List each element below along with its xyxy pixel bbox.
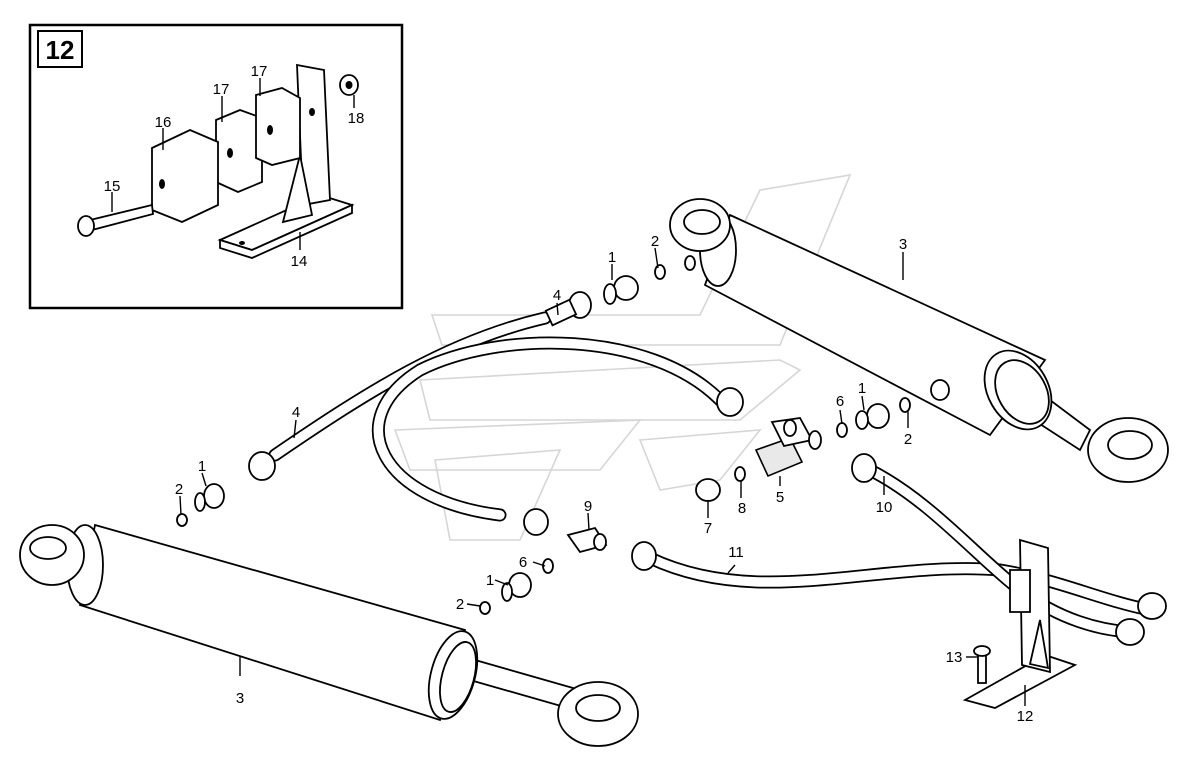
hydraulic-cylinder-top xyxy=(669,198,1169,483)
part-labels: 1 2 3 4 4 1 2 3 9 6 1 2 11 7 8 5 6 1 2 1… xyxy=(175,233,1034,725)
hose-10 xyxy=(863,463,1137,639)
label-1-mid: 1 xyxy=(486,572,494,589)
label-16: 16 xyxy=(155,114,172,131)
label-5: 5 xyxy=(776,489,784,506)
leader-lines xyxy=(179,247,1026,706)
label-9: 9 xyxy=(584,498,592,515)
label-11: 11 xyxy=(728,544,744,561)
label-3-bottom: 3 xyxy=(236,690,244,707)
fittings xyxy=(176,255,1078,709)
label-2-right: 2 xyxy=(904,431,912,448)
label-2-mid: 2 xyxy=(456,596,464,613)
label-7: 7 xyxy=(704,520,712,537)
clamp-half-part-17 xyxy=(215,87,301,193)
inset-panel: 12 xyxy=(28,23,404,310)
label-15: 15 xyxy=(104,178,121,195)
bracket-part-14 xyxy=(217,63,355,259)
label-13: 13 xyxy=(946,649,963,666)
label-18: 18 xyxy=(348,110,365,127)
label-2-left: 2 xyxy=(175,481,183,498)
label-1-top: 1 xyxy=(608,249,616,266)
clamp-cap-part-16 xyxy=(151,129,219,223)
label-10: 10 xyxy=(876,499,893,516)
label-3-top: 3 xyxy=(899,236,907,253)
hose-end-fittings xyxy=(248,291,1167,646)
hose-11 xyxy=(643,551,1157,617)
label-17-b: 17 xyxy=(251,63,268,80)
watermark-logo xyxy=(393,173,852,541)
label-1-right: 1 xyxy=(858,380,866,397)
label-2-top: 2 xyxy=(651,233,659,250)
label-4-top: 4 xyxy=(553,287,561,304)
label-14: 14 xyxy=(291,253,308,270)
label-12: 12 xyxy=(1017,708,1034,725)
label-6-right: 6 xyxy=(836,393,844,410)
hose-top-4 xyxy=(268,311,552,462)
bolt-part-15 xyxy=(77,203,154,237)
label-8: 8 xyxy=(738,500,746,517)
inset-number: 12 xyxy=(46,35,75,65)
hose-left-loop xyxy=(372,336,727,522)
hydraulic-cylinder-bottom xyxy=(19,523,639,747)
nut-part-18 xyxy=(339,74,359,96)
label-1-left: 1 xyxy=(198,458,206,475)
label-17-a: 17 xyxy=(213,81,230,98)
label-4-left: 4 xyxy=(292,404,300,421)
label-6-mid: 6 xyxy=(519,554,527,571)
